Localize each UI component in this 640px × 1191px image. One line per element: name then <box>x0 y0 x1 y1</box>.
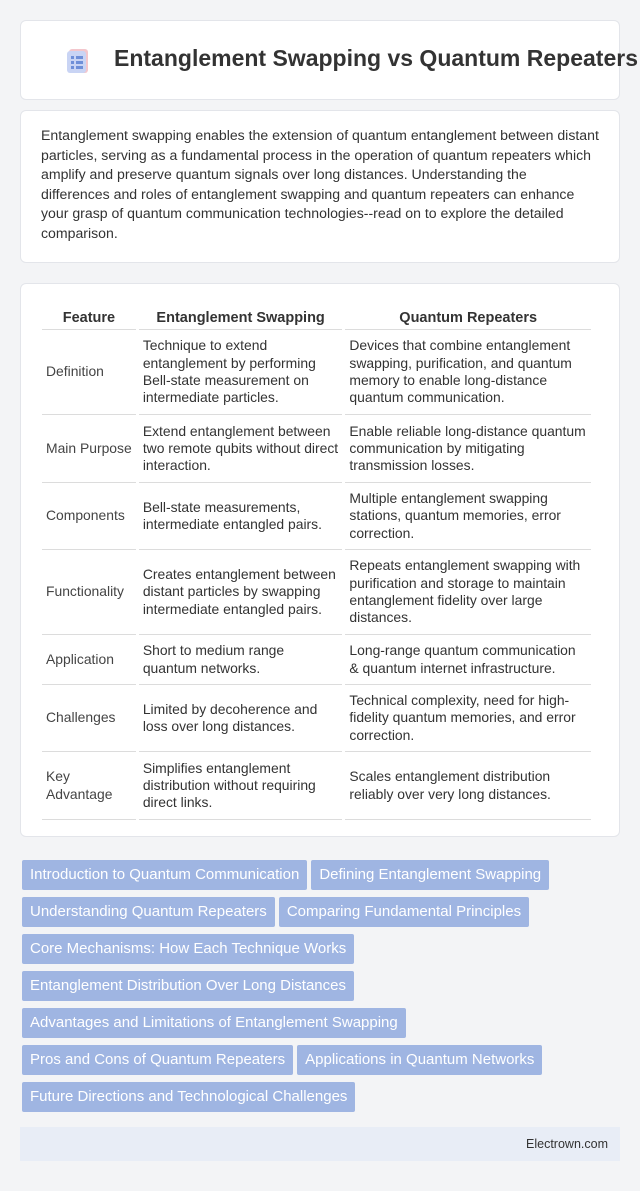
row-label: Challenges <box>42 685 136 752</box>
table-cell: Technique to extend entanglement by perf… <box>138 330 343 415</box>
table-cell: Limited by decoherence and loss over lon… <box>138 685 343 752</box>
table-cell: Short to medium range quantum networks. <box>138 635 343 685</box>
table-row: Application Short to medium range quantu… <box>42 635 591 685</box>
intro-paragraph: Entanglement swapping enables the extens… <box>41 127 599 241</box>
row-label: Main Purpose <box>42 415 136 483</box>
page-title: Entanglement Swapping vs Quantum Repeate… <box>114 45 638 71</box>
table-cell: Bell-state measurements, intermediate en… <box>138 483 343 550</box>
topic-link-defining-swapping[interactable]: Defining Entanglement Swapping <box>311 860 550 890</box>
intro-card: Entanglement swapping enables the extens… <box>20 110 620 263</box>
table-cell: Multiple entanglement swapping stations,… <box>345 483 591 550</box>
row-label: Functionality <box>42 550 136 635</box>
table-cell: Creates entanglement between distant par… <box>138 550 343 635</box>
topic-link-future-directions[interactable]: Future Directions and Technological Chal… <box>22 1082 356 1112</box>
topic-link-distribution[interactable]: Entanglement Distribution Over Long Dist… <box>22 971 354 1001</box>
header-card: Entanglement Swapping vs Quantum Repeate… <box>20 20 638 100</box>
topic-link-applications[interactable]: Applications in Quantum Networks <box>297 1045 543 1075</box>
row-label: Key Advantage <box>42 752 136 820</box>
table-cell: Technical complexity, need for high-fide… <box>345 685 591 752</box>
row-label: Application <box>42 635 136 685</box>
table-cell: Extend entanglement between two remote q… <box>138 415 343 483</box>
topic-link-fundamental-principles[interactable]: Comparing Fundamental Principles <box>278 897 530 927</box>
comparison-table: Feature Entanglement Swapping Quantum Re… <box>39 303 594 820</box>
footer-site[interactable]: Electrown.com <box>526 1137 608 1151</box>
topic-link-understanding-repeaters[interactable]: Understanding Quantum Repeaters <box>22 897 275 927</box>
table-row: Key Advantage Simplifies entanglement di… <box>42 752 591 820</box>
header-entanglement-swapping: Entanglement Swapping <box>138 303 343 330</box>
topic-link-introduction[interactable]: Introduction to Quantum Communication <box>22 860 308 890</box>
table-cell: Enable reliable long-distance quantum co… <box>345 415 591 483</box>
table-cell: Repeats entanglement swapping with purif… <box>345 550 591 635</box>
topic-link-advantages-swapping[interactable]: Advantages and Limitations of Entangleme… <box>22 1008 406 1038</box>
comparison-card: Feature Entanglement Swapping Quantum Re… <box>20 283 620 837</box>
table-row: Functionality Creates entanglement betwe… <box>42 550 591 635</box>
topic-link-pros-cons-repeaters[interactable]: Pros and Cons of Quantum Repeaters <box>22 1045 294 1075</box>
header-feature: Feature <box>42 303 136 330</box>
table-row: Challenges Limited by decoherence and lo… <box>42 685 591 752</box>
table-header-row: Feature Entanglement Swapping Quantum Re… <box>42 303 591 330</box>
table-cell: Scales entanglement distribution reliabl… <box>345 752 591 820</box>
table-cell: Devices that combine entanglement swappi… <box>345 330 591 415</box>
table-cell: Long-range quantum communication & quant… <box>345 635 591 685</box>
table-row: Definition Technique to extend entanglem… <box>42 330 591 415</box>
table-row: Main Purpose Extend entanglement between… <box>42 415 591 483</box>
topic-link-core-mechanisms[interactable]: Core Mechanisms: How Each Technique Work… <box>22 934 355 964</box>
table-cell: Simplifies entanglement distribution wit… <box>138 752 343 820</box>
row-label: Components <box>42 483 136 550</box>
document-list-icon <box>67 49 88 73</box>
table-row: Components Bell-state measurements, inte… <box>42 483 591 550</box>
header-quantum-repeaters: Quantum Repeaters <box>345 303 591 330</box>
footer: Electrown.com <box>20 1127 620 1161</box>
row-label: Definition <box>42 330 136 415</box>
